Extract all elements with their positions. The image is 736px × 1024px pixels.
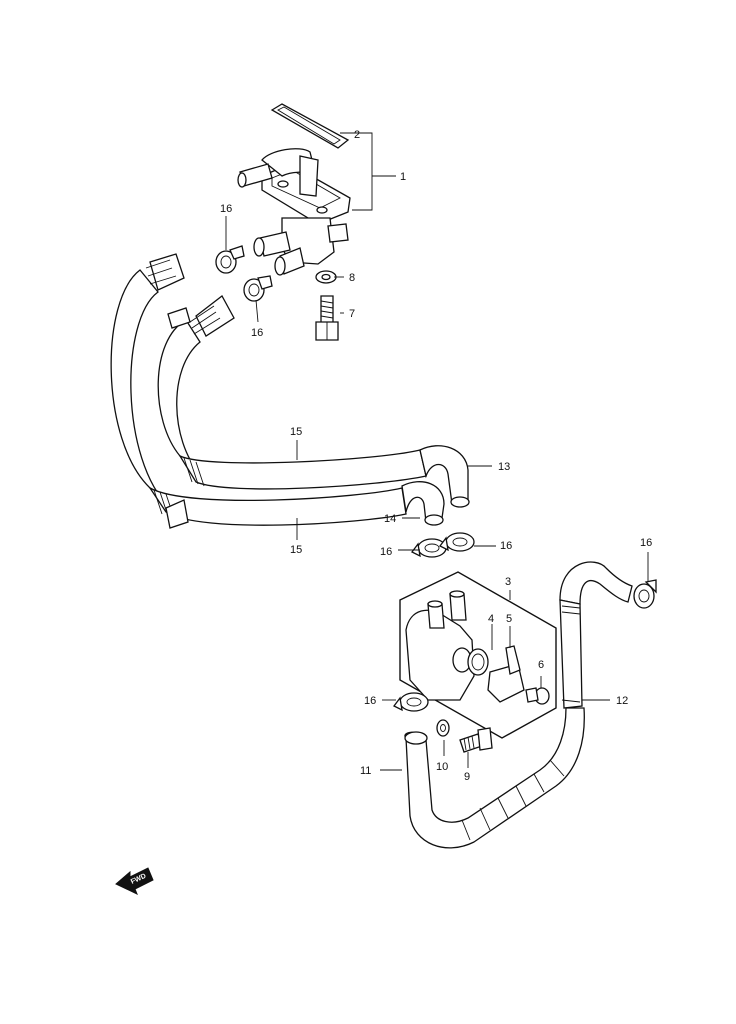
fuel-hose-part-11 [404,707,585,849]
hose-clamp-middle-right [439,532,475,552]
callout-label-9: 9 [464,771,470,783]
bolt-part-9 [459,727,493,753]
hose-clamp-upper-left [215,245,245,274]
leader-lines [225,132,649,771]
bolt-part-7 [315,295,339,341]
elbow-hose-part-13 [419,445,470,508]
callout-label-15-lower: 15 [290,544,302,556]
callout-labels: 1 2 3 4 5 6 7 8 9 10 11 12 13 14 15 15 1… [220,129,652,783]
callout-label-16-middle-right: 16 [500,540,512,552]
hose-joint-lower-left-clamp [165,499,189,529]
callout-label-16-top-left: 16 [220,203,232,215]
callout-label-8: 8 [349,272,355,284]
screw-part-6 [525,687,550,705]
callout-label-16-middle-left: 16 [380,546,392,558]
callout-label-1: 1 [400,171,406,183]
callout-label-3: 3 [505,576,511,588]
callout-label-13: 13 [498,461,510,473]
forward-direction-arrow: FWD [115,867,154,896]
callout-label-15-upper: 15 [290,426,302,438]
hose-clamp-upper-far-right [633,579,657,609]
callout-label-11: 11 [360,765,371,777]
callout-label-16-far-right: 16 [640,537,652,549]
o-ring-part-4 [467,648,489,676]
elbow-hose-part-14 [401,481,445,526]
callout-label-14: 14 [384,513,396,525]
callout-label-4: 4 [488,613,494,625]
washer-part-10 [436,719,450,737]
hose-clamp-lower-left [393,692,429,712]
gasket-part-2 [270,103,350,149]
fuel-hose-part-15-upper [157,295,427,490]
washer-part-8 [315,270,337,284]
callout-label-2: 2 [354,129,360,141]
fuel-hose-part-12 [559,561,633,709]
callout-label-6: 6 [538,659,544,671]
callout-label-16-cock-lower: 16 [251,327,263,339]
fuel-cock-part-1 [237,148,351,276]
hose-clamp-middle-left [411,538,447,558]
hose-joint-upper-left-clamp [167,307,191,329]
fuel-valve-assembly-part-3 [399,571,557,739]
lever-part-5 [487,645,525,703]
callout-label-7: 7 [349,308,355,320]
callout-label-10: 10 [436,761,448,773]
callout-label-5: 5 [506,613,512,625]
hose-clamp-upper-right [243,275,273,302]
callout-label-12: 12 [616,695,628,707]
callout-label-16-assembly-left: 16 [364,695,376,707]
